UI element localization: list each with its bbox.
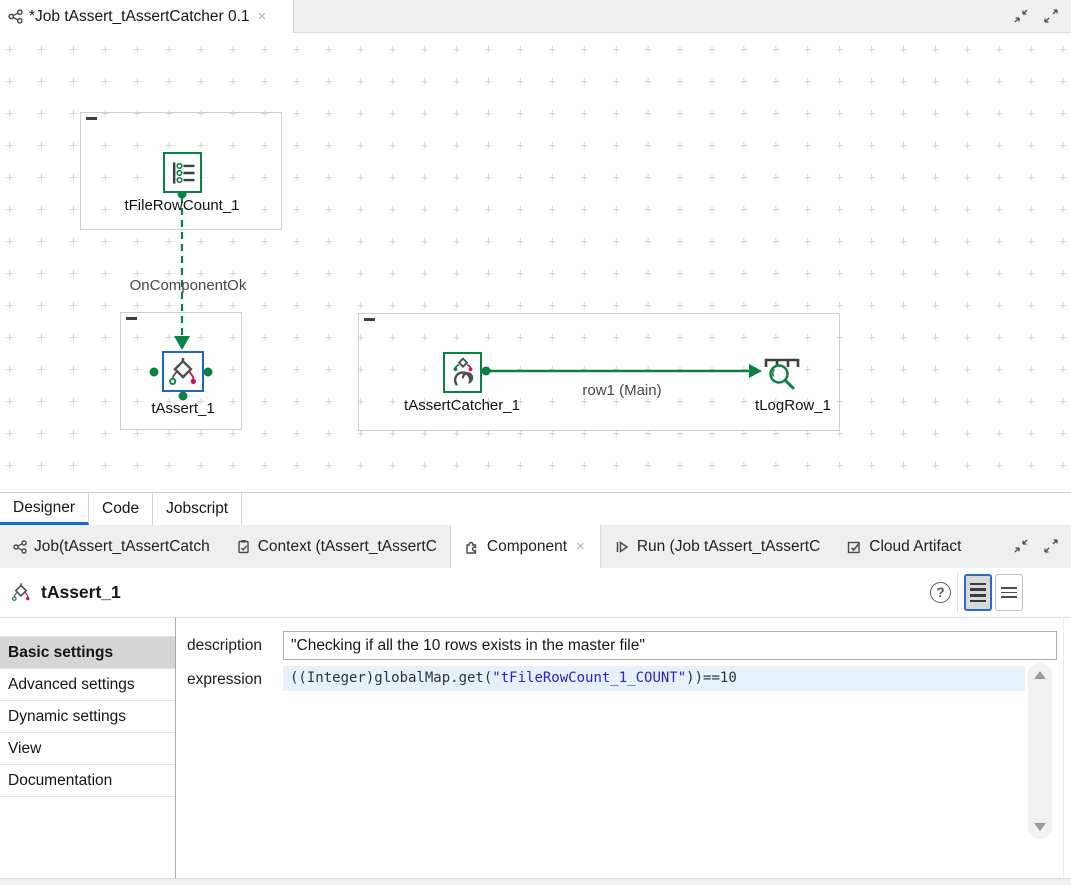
expression-label: expression xyxy=(187,671,262,688)
view-tabbar: Designer Code Jobscript xyxy=(0,492,1071,525)
connection-arrowhead xyxy=(174,336,190,350)
component-label[interactable]: tLogRow_1 xyxy=(755,397,831,414)
component-icon xyxy=(464,539,480,555)
group-box-filerowcount xyxy=(80,112,282,230)
component-label[interactable]: tAssertCatcher_1 xyxy=(404,397,520,414)
component-tlogrow[interactable] xyxy=(762,354,802,392)
settings-layout-vertical-button[interactable] xyxy=(995,574,1023,611)
group-box-assert xyxy=(120,312,242,430)
collapse-handle-icon[interactable] xyxy=(126,317,137,320)
component-settings-panel: tAssert_1 ? Basic settings Advanced sett… xyxy=(0,568,1071,885)
panel-right-edge xyxy=(1063,618,1064,878)
job-design-canvas[interactable]: ++++++++++++++++++++++++++++++++++++++++… xyxy=(0,33,1071,492)
header-divider xyxy=(957,573,958,613)
expression-editor[interactable]: ((Integer)globalMap.get("tFileRowCount_1… xyxy=(283,666,1025,838)
anchor-dot xyxy=(149,367,159,377)
anchor-dot xyxy=(481,366,491,376)
component-label[interactable]: tAssert_1 xyxy=(151,400,215,417)
tab-jobscript[interactable]: Jobscript xyxy=(153,493,243,525)
job-icon xyxy=(8,9,23,24)
panel-window-controls xyxy=(1013,538,1059,554)
help-icon[interactable]: ? xyxy=(930,582,951,603)
nav-dynamic-settings[interactable]: Dynamic settings xyxy=(0,701,175,733)
maximize-icon[interactable] xyxy=(1043,8,1059,24)
nav-documentation[interactable]: Documentation xyxy=(0,765,175,797)
assert-icon xyxy=(10,582,32,603)
file-row-count-icon xyxy=(172,161,194,184)
assert-icon xyxy=(169,357,196,385)
tab-cloud-artifact[interactable]: Cloud Artifact xyxy=(833,525,974,568)
component-tassert[interactable] xyxy=(162,351,204,392)
minimize-icon[interactable] xyxy=(1013,8,1029,24)
context-icon xyxy=(236,539,251,554)
component-tfilerowcount[interactable] xyxy=(163,152,202,193)
description-label: description xyxy=(187,637,262,654)
editor-tab-job[interactable]: *Job tAssert_tAssertCatcher 0.1 × xyxy=(0,0,294,33)
component-label[interactable]: tFileRowCount_1 xyxy=(124,197,240,214)
editor-tabbar: *Job tAssert_tAssertCatcher 0.1 × xyxy=(0,0,1071,33)
minimize-icon[interactable] xyxy=(1013,538,1029,554)
nav-view[interactable]: View xyxy=(0,733,175,765)
group-box-catcher-logrow xyxy=(358,313,840,431)
close-icon[interactable]: × xyxy=(576,538,585,555)
maximize-icon[interactable] xyxy=(1043,538,1059,554)
editor-window-controls xyxy=(1013,8,1059,24)
tab-context[interactable]: Context (tAssert_tAssertC xyxy=(223,525,450,568)
anchor-dot xyxy=(203,367,213,377)
expression-scrollbar[interactable] xyxy=(1028,663,1052,839)
collapse-handle-icon[interactable] xyxy=(86,117,97,120)
description-input[interactable] xyxy=(283,631,1057,660)
run-icon xyxy=(614,539,630,555)
expression-code-line: ((Integer)globalMap.get("tFileRowCount_1… xyxy=(283,666,1025,691)
component-tassertcatcher[interactable] xyxy=(443,352,482,393)
log-row-icon xyxy=(764,358,800,390)
tab-component[interactable]: Component × xyxy=(449,525,601,568)
basic-settings-form: description expression ((Integer)globalM… xyxy=(176,618,1071,878)
settings-nav: Basic settings Advanced settings Dynamic… xyxy=(0,618,176,878)
nav-basic-settings[interactable]: Basic settings xyxy=(0,637,175,669)
connection-arrowhead xyxy=(749,364,762,378)
close-icon[interactable]: × xyxy=(257,8,267,25)
job-icon xyxy=(13,539,27,554)
connection-label-row1[interactable]: row1 (Main) xyxy=(582,382,662,399)
panel-tabbar: Job(tAssert_tAssertCatch Context (tAsser… xyxy=(0,525,1071,568)
panel-bottom-strip xyxy=(0,878,1071,885)
connection-label-oncomponentok[interactable]: OnComponentOk xyxy=(129,277,247,294)
tab-run[interactable]: Run (Job tAssert_tAssertC xyxy=(601,525,833,568)
editor-tab-title: *Job tAssert_tAssertCatcher 0.1 xyxy=(29,7,250,25)
assert-catcher-icon xyxy=(453,356,473,386)
component-header: tAssert_1 ? xyxy=(0,568,1071,618)
component-title: tAssert_1 xyxy=(41,582,121,602)
scroll-down-icon[interactable] xyxy=(1034,823,1046,831)
tab-code[interactable]: Code xyxy=(89,493,154,525)
connections-layer xyxy=(149,189,762,401)
anchor-dot xyxy=(178,391,188,401)
scroll-up-icon[interactable] xyxy=(1034,671,1046,679)
collapse-handle-icon[interactable] xyxy=(364,318,375,321)
nav-advanced-settings[interactable]: Advanced settings xyxy=(0,669,175,701)
tab-designer[interactable]: Designer xyxy=(0,493,90,525)
settings-layout-horizontal-button[interactable] xyxy=(964,574,992,611)
cloud-artifact-icon xyxy=(846,539,862,555)
tab-job[interactable]: Job(tAssert_tAssertCatch xyxy=(0,525,223,568)
